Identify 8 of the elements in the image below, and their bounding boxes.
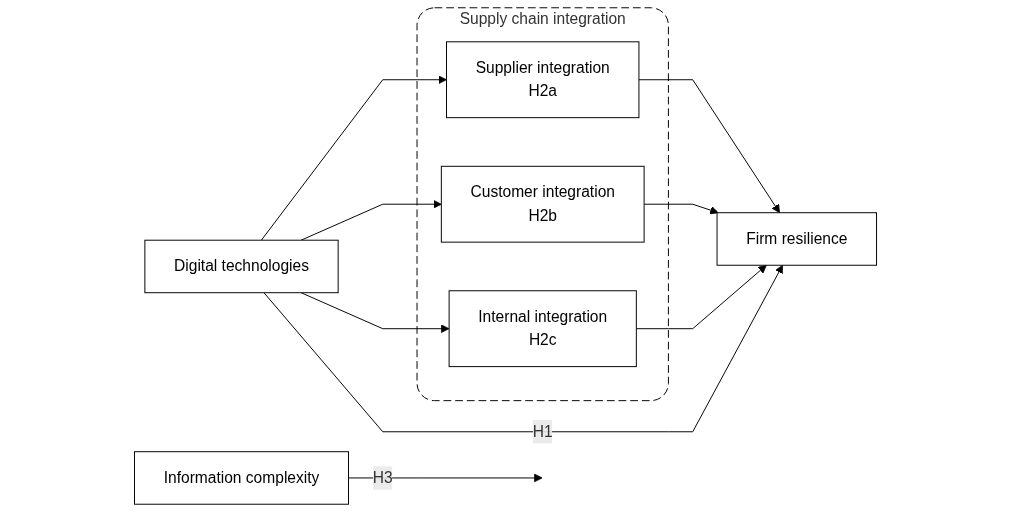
node-box: Digital technologies xyxy=(144,239,339,294)
edge-label: H1 xyxy=(532,423,553,440)
edge-label: H3 xyxy=(372,469,393,486)
node-box: Firm resilience xyxy=(716,212,877,266)
node-box: Internal integration H2c xyxy=(448,290,637,368)
node-box: Supplier integration H2a xyxy=(446,41,640,119)
node-box: Customer integration H2b xyxy=(440,165,645,243)
node-box: Information complexity xyxy=(134,451,349,505)
